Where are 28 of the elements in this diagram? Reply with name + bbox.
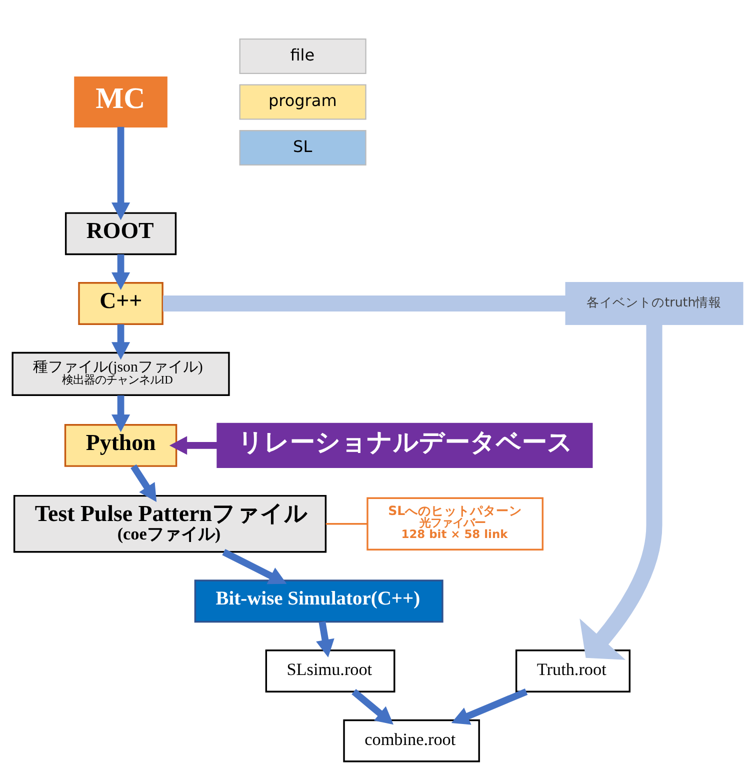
node-box: combine.root [343,718,480,762]
arrow [130,464,157,502]
node-box: 各イベントのtruth情報 [565,282,744,324]
legend-label: program [268,90,337,110]
arrow [352,688,394,724]
node-box: ROOT [64,212,177,255]
node-box: Test Pulse Patternファイル (coeファイル) [13,494,327,552]
node-box: C++ [78,282,164,324]
node-box: リレーショナルデータベース [216,422,593,468]
legend-label: file [290,44,315,64]
connector [162,294,566,311]
arrow [451,688,528,724]
node-box: SLへのヒットパターン 光ファイバー 128 bit × 58 link [366,496,544,550]
node-box: SLsimu.root [265,649,396,692]
node-box: 種ファイル(jsonファイル) 検出器のチャンネルID [12,351,230,396]
node-box: Truth.root [515,649,630,692]
arrow [316,620,334,657]
node-box: Python [64,423,178,466]
connector [326,522,368,524]
arrow [111,254,130,290]
node-box: Bit-wise Simulator(C++) [194,579,444,622]
arrow [111,324,130,360]
arrow [580,324,662,660]
legend-label: SL [293,136,312,156]
arrow [111,126,130,220]
node-box: MC [74,76,168,127]
arrow [111,394,130,432]
arrow [169,436,218,454]
